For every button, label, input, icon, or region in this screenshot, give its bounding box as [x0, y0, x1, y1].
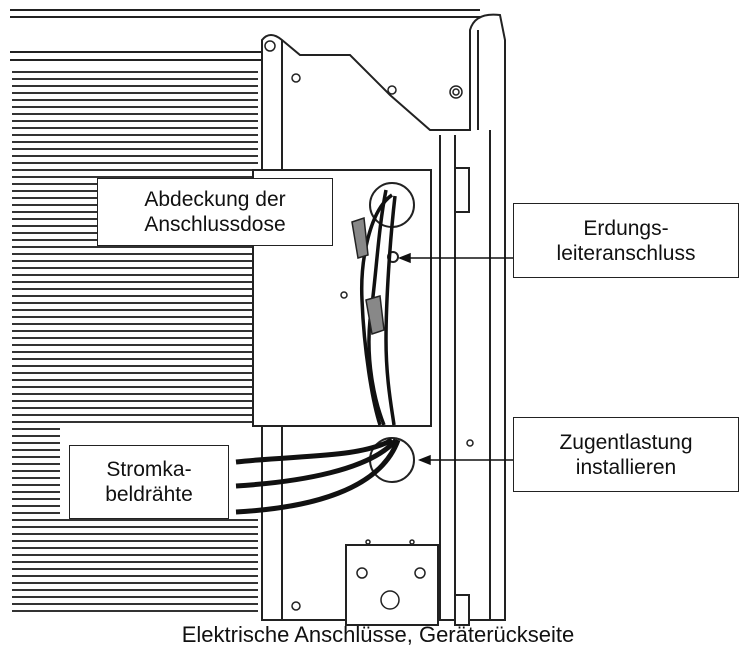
wire-nuts: [351, 216, 385, 335]
air-grille: [12, 71, 258, 612]
label-strain-relief: Zugentlastung installieren: [513, 417, 739, 492]
leader-lines: [397, 252, 516, 466]
label-power-wires: Stromka- beldrähte: [69, 445, 229, 519]
label-ground-terminal: Erdungs- leiteranschluss: [513, 203, 739, 278]
screw-holes: [264, 40, 474, 611]
power-cable-wires: [235, 437, 401, 515]
figure-caption: Elektrische Anschlüsse, Geräterückseite: [181, 622, 575, 647]
label-junction-box-cover: Abdeckung der Anschlussdose: [97, 178, 333, 246]
top-frame: [10, 9, 480, 61]
cover-screw: [340, 291, 348, 299]
